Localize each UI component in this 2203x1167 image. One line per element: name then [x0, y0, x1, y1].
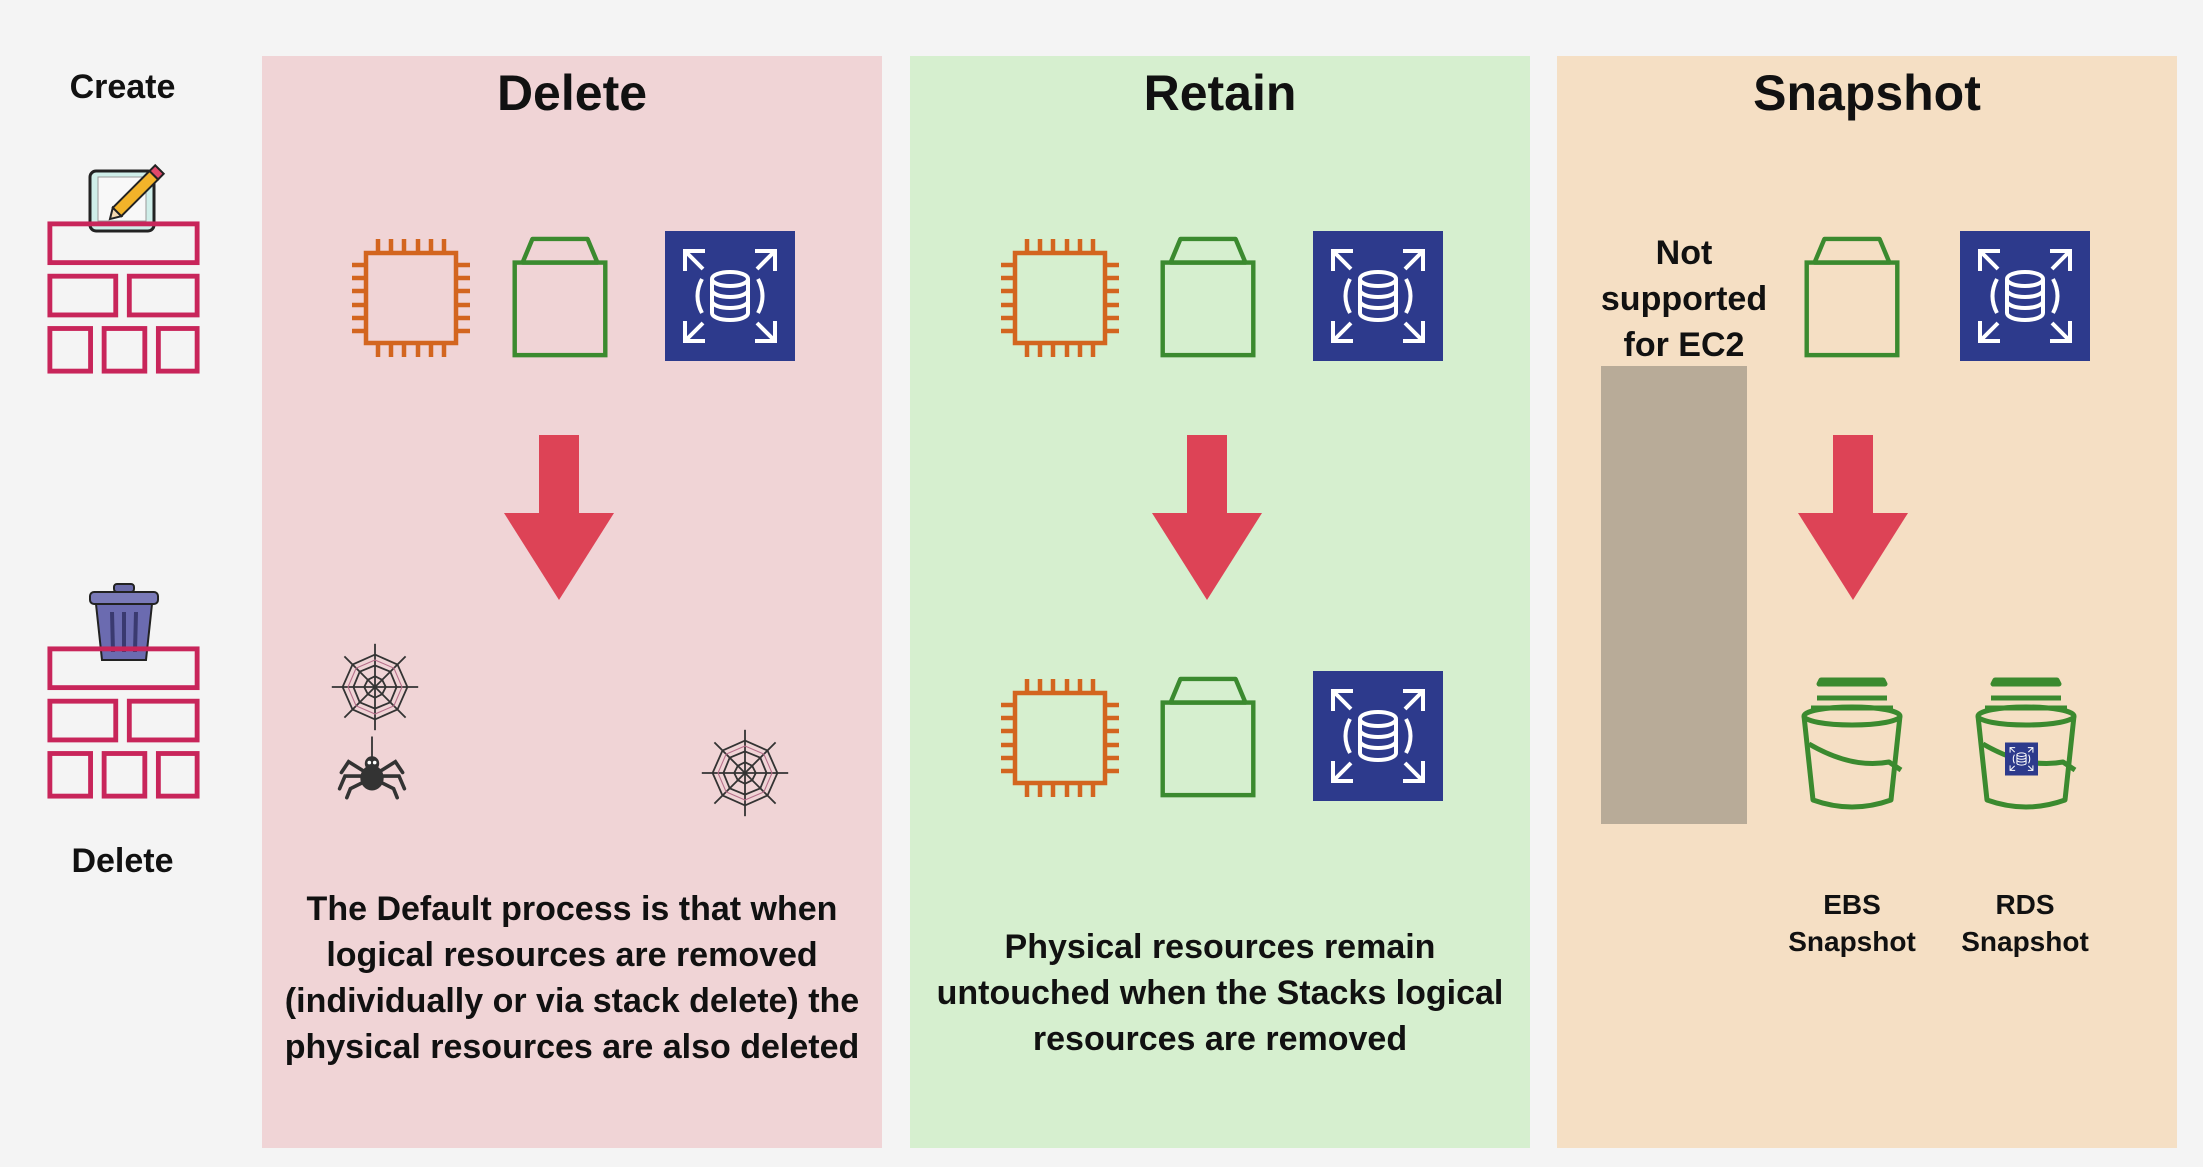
ebs-volume-icon: [1158, 235, 1258, 363]
ec2-not-supported-note: Not supported for EC2: [1600, 234, 1768, 364]
ebs-volume-icon: [1802, 235, 1902, 363]
delete-label: Delete: [71, 842, 174, 880]
ebs-snapshot-caption: EBS Snapshot: [1788, 889, 1916, 957]
panel-title: Retain: [1143, 65, 1297, 121]
lifecycle-column: Create Delete: [0, 0, 245, 1167]
retain-policy-panel: Retain Physical resources remain untouch…: [910, 56, 1530, 1148]
notepad-pencil-icon: [46, 155, 206, 235]
trash-can-icon: [84, 582, 164, 664]
snapshot-policy-panel: Snapshot Not supported for EC2 EBS Snaps…: [1557, 56, 2177, 1148]
rds-snapshot-caption: RDS Snapshot: [1961, 889, 2089, 957]
create-label: Create: [69, 68, 176, 106]
panel-title: Snapshot: [1753, 65, 1981, 121]
down-arrow-icon: [1798, 435, 1908, 600]
rds-database-icon: [1313, 231, 1443, 361]
ec2-chip-icon: [346, 233, 476, 363]
ebs-snapshot-bucket-icon: [1797, 674, 1907, 814]
rds-snapshot-bucket-icon: [1971, 674, 2081, 814]
down-arrow-icon: [504, 435, 614, 600]
rds-database-icon: [1313, 671, 1443, 801]
panel-title: Delete: [496, 65, 648, 121]
ebs-volume-icon: [510, 235, 610, 363]
unsupported-placeholder-bar: [1601, 366, 1747, 824]
rds-database-icon: [665, 231, 795, 361]
down-arrow-icon: [1152, 435, 1262, 600]
brick-wall-delete-icon: [46, 645, 201, 800]
brick-wall-create-icon: [46, 220, 201, 375]
ec2-chip-icon: [995, 233, 1125, 363]
ec2-chip-icon: [995, 673, 1125, 803]
rds-database-icon: [1960, 231, 2090, 361]
cobweb-icon: [330, 642, 420, 732]
delete-policy-panel: Delete The Default process is that when …: [262, 56, 882, 1148]
cobweb-icon: [700, 728, 790, 818]
retain-description: Physical resources remain untouched when…: [936, 928, 1504, 1058]
spider-icon: [336, 736, 408, 800]
ebs-volume-icon: [1158, 675, 1258, 803]
delete-description: The Default process is that when logical…: [284, 890, 860, 1066]
